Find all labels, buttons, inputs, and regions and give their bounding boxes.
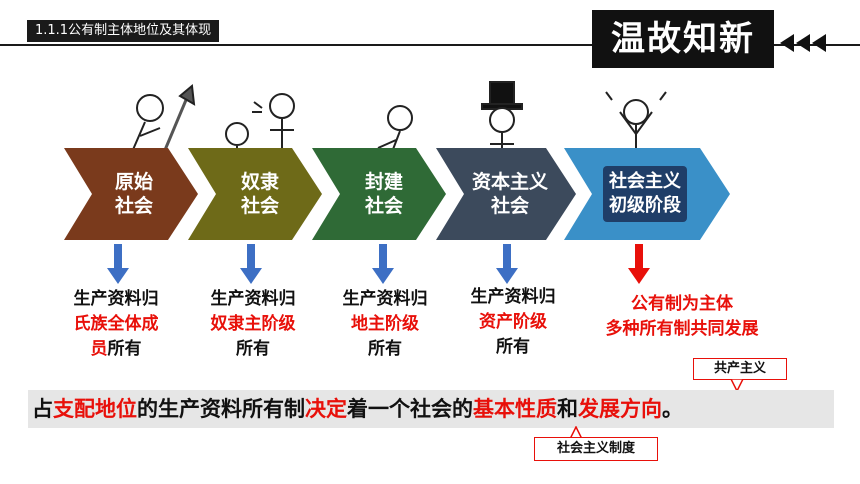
down-arrow-icon xyxy=(107,244,129,284)
stage-chevron-2 xyxy=(188,148,322,240)
down-arrow-icon xyxy=(496,244,518,284)
stage-label-5: 社会主义初级阶段 xyxy=(590,148,700,240)
key-statement-banner xyxy=(28,390,834,428)
stage-description-5: 公有制为主体 多种所有制共同发展 xyxy=(605,294,759,339)
stage-chevron-3 xyxy=(312,148,446,240)
callout-communism: 共产主义 xyxy=(693,358,787,380)
stage-description-4: 生产资料归 资产阶级 所有 xyxy=(470,287,556,357)
stage-label-3: 封建社会 xyxy=(364,171,403,217)
socialist-figure-icon xyxy=(605,91,667,169)
callout-pointer-icon xyxy=(730,379,744,393)
stage-chevron-1 xyxy=(64,148,198,240)
down-arrow-red-icon xyxy=(628,244,650,284)
stage-label-1: 原始社会 xyxy=(114,171,153,217)
primitive-figure-icon xyxy=(119,84,196,169)
double-back-arrow-icon xyxy=(780,34,826,52)
down-arrow-icon xyxy=(372,244,394,284)
callout-socialist-system: 社会主义制度 xyxy=(534,437,658,461)
stage-description-2: 生产资料归 奴隶主阶级 所有 xyxy=(210,289,296,359)
section-tag: 1.1.1公有制主体地位及其体现 xyxy=(27,20,220,42)
stage-label-4: 资本主义社会 xyxy=(471,171,548,217)
stage-description-1: 生产资料归 氏族全体成 员所有 xyxy=(73,289,159,359)
hero-title: 温故知新 xyxy=(592,10,774,68)
stage-chevron-4 xyxy=(436,148,576,240)
key-statement-text: 占支配地位的生产资料所有制决定着一个社会的基本性质和发展方向。 xyxy=(32,397,683,421)
stage-label-2: 奴隶社会 xyxy=(240,171,279,217)
header-divider xyxy=(0,44,860,46)
capitalist-figure-icon xyxy=(481,81,523,177)
down-arrow-icon xyxy=(240,244,262,284)
stage-description-3: 生产资料归 地主阶级 所有 xyxy=(342,289,428,359)
